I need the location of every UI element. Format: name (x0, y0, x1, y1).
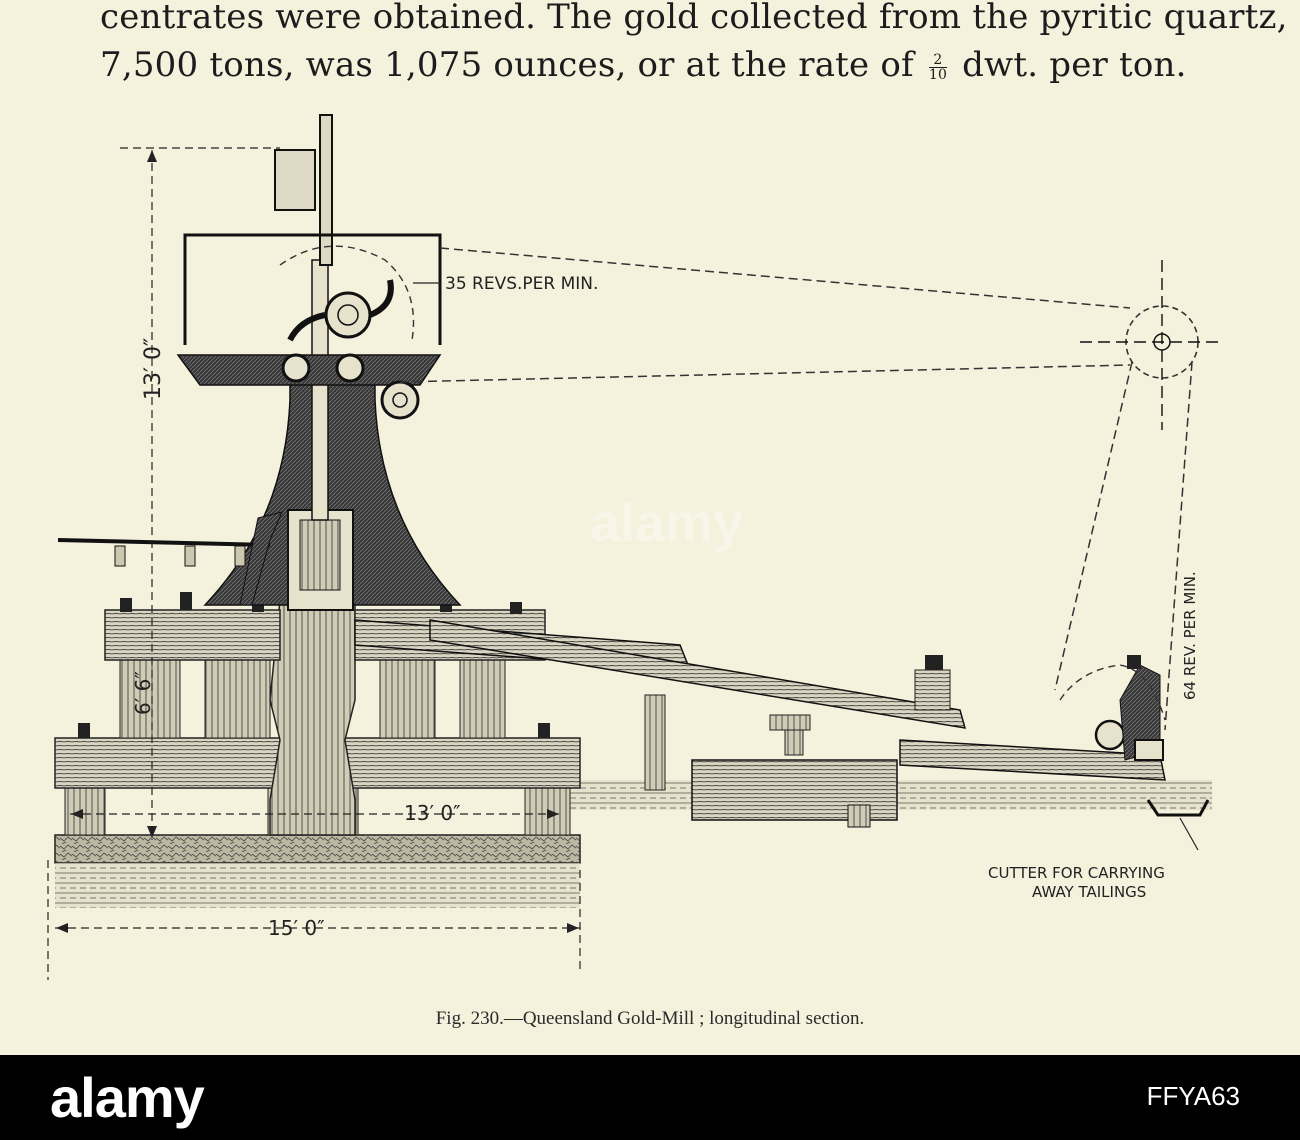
paragraph-line-1: centrates were obtained. The gold collec… (100, 0, 1288, 37)
long-trough (429, 619, 967, 729)
cutter-leader (1179, 817, 1199, 851)
frame-post-4 (459, 659, 506, 739)
dimension-arrows (56, 150, 579, 933)
trough-post-1 (644, 694, 666, 791)
cam-arm (368, 279, 394, 318)
label-cutter-2: AWAY TAILINGS (1032, 883, 1146, 901)
label-cutter-1: CUTTER FOR CARRYING (988, 864, 1165, 882)
image-id: FFYA63 (1146, 1081, 1240, 1111)
book-page: centrates were obtained. The gold collec… (0, 0, 1300, 1055)
eccentric-block (1134, 739, 1164, 761)
eccentric-frame (1119, 664, 1161, 761)
fraction: 2 10 (928, 53, 948, 83)
drive-belt-lower (399, 364, 1131, 383)
paragraph-line-2: 7,500 tons, was 1,075 ounces, or at the … (100, 42, 1187, 88)
eccentric-wheel (1094, 719, 1126, 751)
fraction-denominator: 10 (928, 66, 948, 83)
trough-bolt (925, 655, 943, 670)
concentrator-foot (847, 804, 871, 828)
alamy-logo: alamy (50, 1066, 205, 1129)
footer-bar: alamy FFYA63 (0, 1055, 1300, 1140)
frame-post-3 (379, 659, 436, 739)
cam-shaft (324, 291, 372, 339)
guide-cylinder (274, 149, 316, 211)
feed-platform (57, 538, 271, 547)
platform-brackets (114, 545, 246, 567)
concentrator-table (899, 739, 1166, 781)
dimension-lines (47, 147, 581, 980)
upper-sill-left (104, 609, 281, 661)
label-35-revs: 35 REVS.PER MIN. (445, 274, 598, 294)
label-64-revs: 64 REV. PER MIN. (1181, 571, 1199, 700)
trough-post-2 (784, 729, 804, 756)
tailings-cutter (1146, 799, 1210, 817)
concrete-bed (54, 834, 581, 864)
bearing-left (281, 353, 311, 383)
frame-post-1 (119, 659, 181, 739)
drive-belt-down-right (1164, 361, 1193, 731)
base-post-1 (64, 787, 106, 836)
drive-belt-upper (439, 247, 1131, 309)
tappet-rod (319, 114, 333, 266)
line-2-text-after: dwt. per ton. (962, 45, 1187, 85)
dim-6-6: 6′ 6″ (131, 671, 155, 715)
dim-15-width: 15′ 0″ (268, 916, 325, 940)
trough-crossbeam (769, 714, 811, 731)
stamp-shoe (299, 519, 341, 591)
foundation-ground (55, 863, 580, 908)
eccentric-bolt (1127, 655, 1141, 669)
pulley-outline (279, 245, 415, 341)
figure-caption: Fig. 230.—Queensland Gold-Mill ; longitu… (435, 1008, 865, 1029)
dim-13-height: 13′ 0″ (141, 338, 166, 400)
gold-mill-engraving: 35 REVS.PER MIN. 64 REV. PER MIN. CUTTER… (47, 114, 1220, 980)
stamp-stem (311, 259, 329, 521)
feed-chute (239, 511, 283, 606)
guard-frame (183, 233, 442, 345)
frame-post-2 (204, 659, 271, 739)
line-2-text-before: 7,500 tons, was 1,075 ounces, or at the … (100, 45, 914, 85)
counter-shaft (380, 380, 420, 420)
fraction-numerator: 2 (928, 53, 948, 68)
central-column (269, 599, 356, 836)
bearing-right (335, 353, 365, 383)
trough-block (914, 669, 951, 711)
dim-13-width: 13′ 0″ (404, 801, 461, 825)
drive-belt-down-left (1054, 361, 1133, 691)
